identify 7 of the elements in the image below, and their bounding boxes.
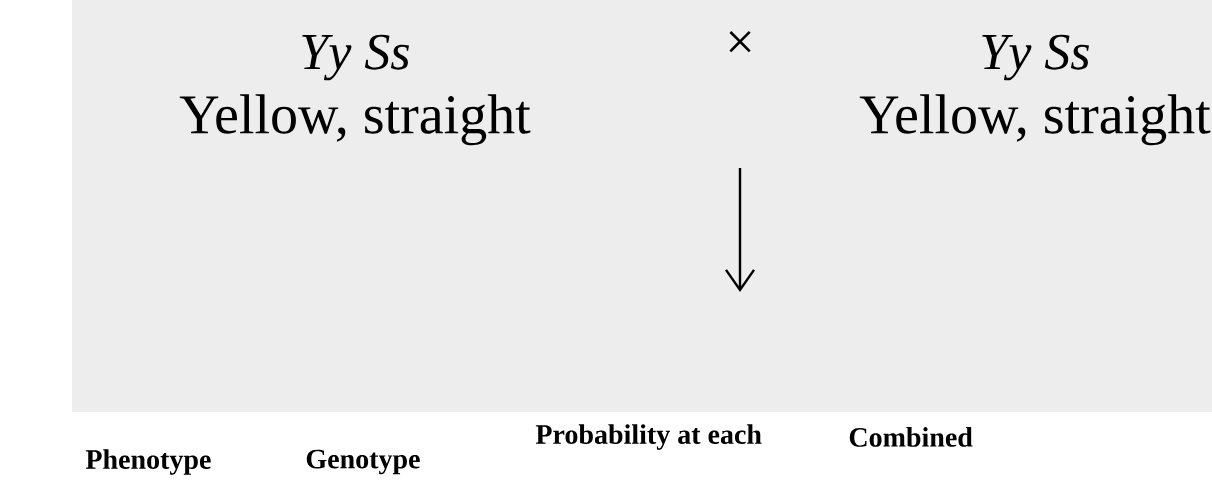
column-heading: Phenotype xyxy=(85,449,211,475)
parent-label: Yy Ss Yellow, straight xyxy=(859,34,1211,146)
column-heading: Probability at each xyxy=(535,424,762,450)
column-heading: Combined xyxy=(849,427,973,447)
column-heading: Genotype xyxy=(306,449,420,475)
parent-label: Yy Ss Yellow, straight xyxy=(179,34,531,146)
cross: × xyxy=(729,31,751,53)
